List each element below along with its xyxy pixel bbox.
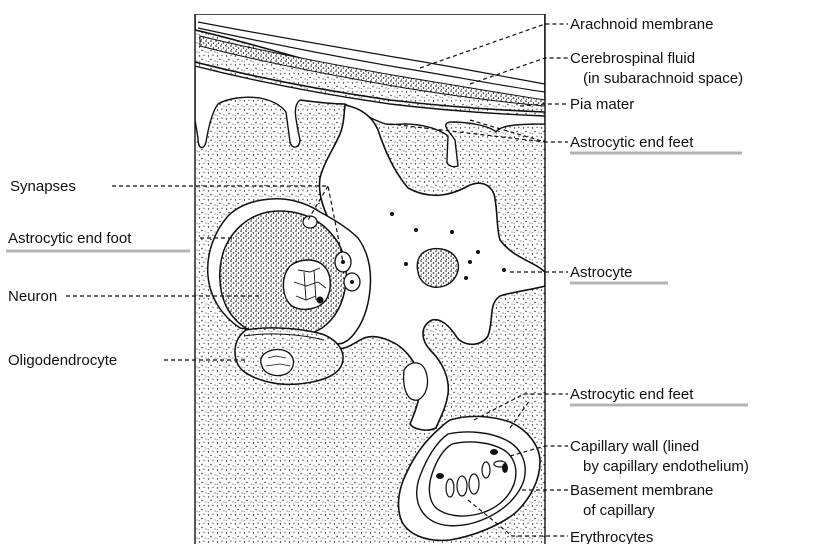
label-erythrocytes: Erythrocytes (570, 529, 653, 544)
synapse-vesicle (341, 260, 345, 264)
neuron-nucleolus (317, 297, 324, 304)
label-csf-line1: Cerebrospinal fluid (570, 50, 695, 67)
tissue-panel (195, 14, 545, 544)
label-csf-line2: (in subarachnoid space) (583, 70, 743, 87)
erythrocyte (457, 476, 467, 496)
synapse-vesicle (350, 280, 354, 284)
erythrocyte (446, 479, 454, 497)
label-end-foot: Astrocytic end foot (8, 230, 132, 247)
erythrocyte (482, 462, 490, 478)
label-basement-line1: Basement membrane (570, 482, 713, 499)
label-end-feet-bottom: Astrocytic end feet (570, 386, 694, 403)
label-arachnoid: Arachnoid membrane (570, 16, 713, 33)
label-astrocyte: Astrocyte (570, 264, 633, 281)
label-capillary-wall-line2: by capillary endothelium) (583, 458, 749, 475)
label-neuron: Neuron (8, 288, 57, 305)
label-capillary-wall-line1: Capillary wall (lined (570, 438, 699, 455)
label-pia: Pia mater (570, 96, 634, 113)
label-oligodendrocyte: Oligodendrocyte (8, 352, 117, 369)
glial-process-fragment (404, 363, 428, 400)
label-synapses: Synapses (10, 178, 76, 195)
label-basement-line2: of capillary (583, 502, 655, 519)
label-end-feet-top: Astrocytic end feet (570, 134, 694, 151)
erythrocyte (469, 474, 479, 494)
synapse-knob (303, 216, 317, 228)
neuron-nucleus (283, 260, 330, 309)
oligodendrocyte-nucleus (261, 350, 294, 376)
astrocyte-nucleus (417, 249, 458, 288)
